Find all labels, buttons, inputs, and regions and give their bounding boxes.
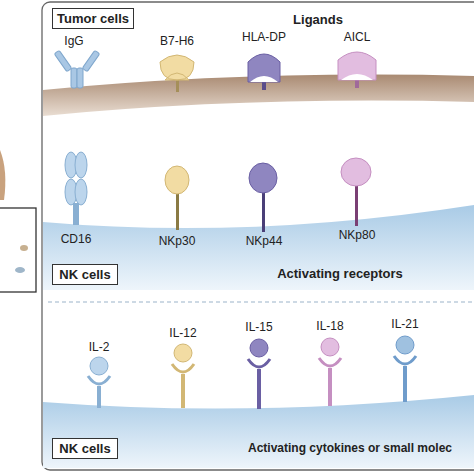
nkp30-receptor <box>165 166 189 230</box>
molecule-label: IgG <box>64 34 83 48</box>
cropped-box <box>0 208 36 292</box>
section-heading: Ligands <box>293 12 343 27</box>
molecule-label: B7-H6 <box>160 34 194 48</box>
cell-label-box: Tumor cells <box>52 8 134 29</box>
tumor-membrane <box>43 75 474 116</box>
molecule-label: IL-15 <box>245 320 272 334</box>
molecule-label: NKp80 <box>339 228 376 242</box>
nkp80-receptor <box>341 158 371 226</box>
molecule-label: AICL <box>344 30 371 44</box>
igg-antibody <box>54 50 100 88</box>
molecule-label: IL-21 <box>391 317 418 331</box>
panel-border <box>42 2 474 470</box>
cell-label-box: NK cells <box>52 438 118 459</box>
molecule-label: IL-2 <box>89 340 110 354</box>
il15-cytokine <box>248 339 270 409</box>
cd16-receptor <box>65 152 87 225</box>
molecule-label: NKp30 <box>159 234 196 248</box>
b7h6-ligand <box>160 55 194 92</box>
section-heading: Activating receptors <box>277 266 403 281</box>
cropped-cell <box>0 150 5 200</box>
il18-cytokine <box>319 338 341 406</box>
il2-cytokine <box>88 357 110 408</box>
hladp-ligand <box>248 54 280 90</box>
section-heading: Activating cytokines or small molec <box>248 441 452 455</box>
nkp44-receptor <box>249 163 277 232</box>
molecule-label: NKp44 <box>246 234 283 248</box>
il21-cytokine <box>394 336 416 402</box>
aicl-ligand <box>338 52 376 88</box>
nk-membrane <box>43 205 474 290</box>
cropped-mark <box>15 267 25 273</box>
box-label: NK cells <box>59 267 110 282</box>
molecule-label: IL-12 <box>169 326 196 340</box>
molecule-label: HLA-DP <box>242 30 286 44</box>
molecule-label: CD16 <box>61 232 92 246</box>
cell-label-box: NK cells <box>52 264 118 285</box>
molecule-label: IL-18 <box>316 319 343 333</box>
box-label: Tumor cells <box>57 11 129 26</box>
il12-cytokine <box>172 344 194 408</box>
divider-line <box>48 301 474 302</box>
box-label: NK cells <box>59 441 110 456</box>
cropped-mark <box>20 245 28 251</box>
